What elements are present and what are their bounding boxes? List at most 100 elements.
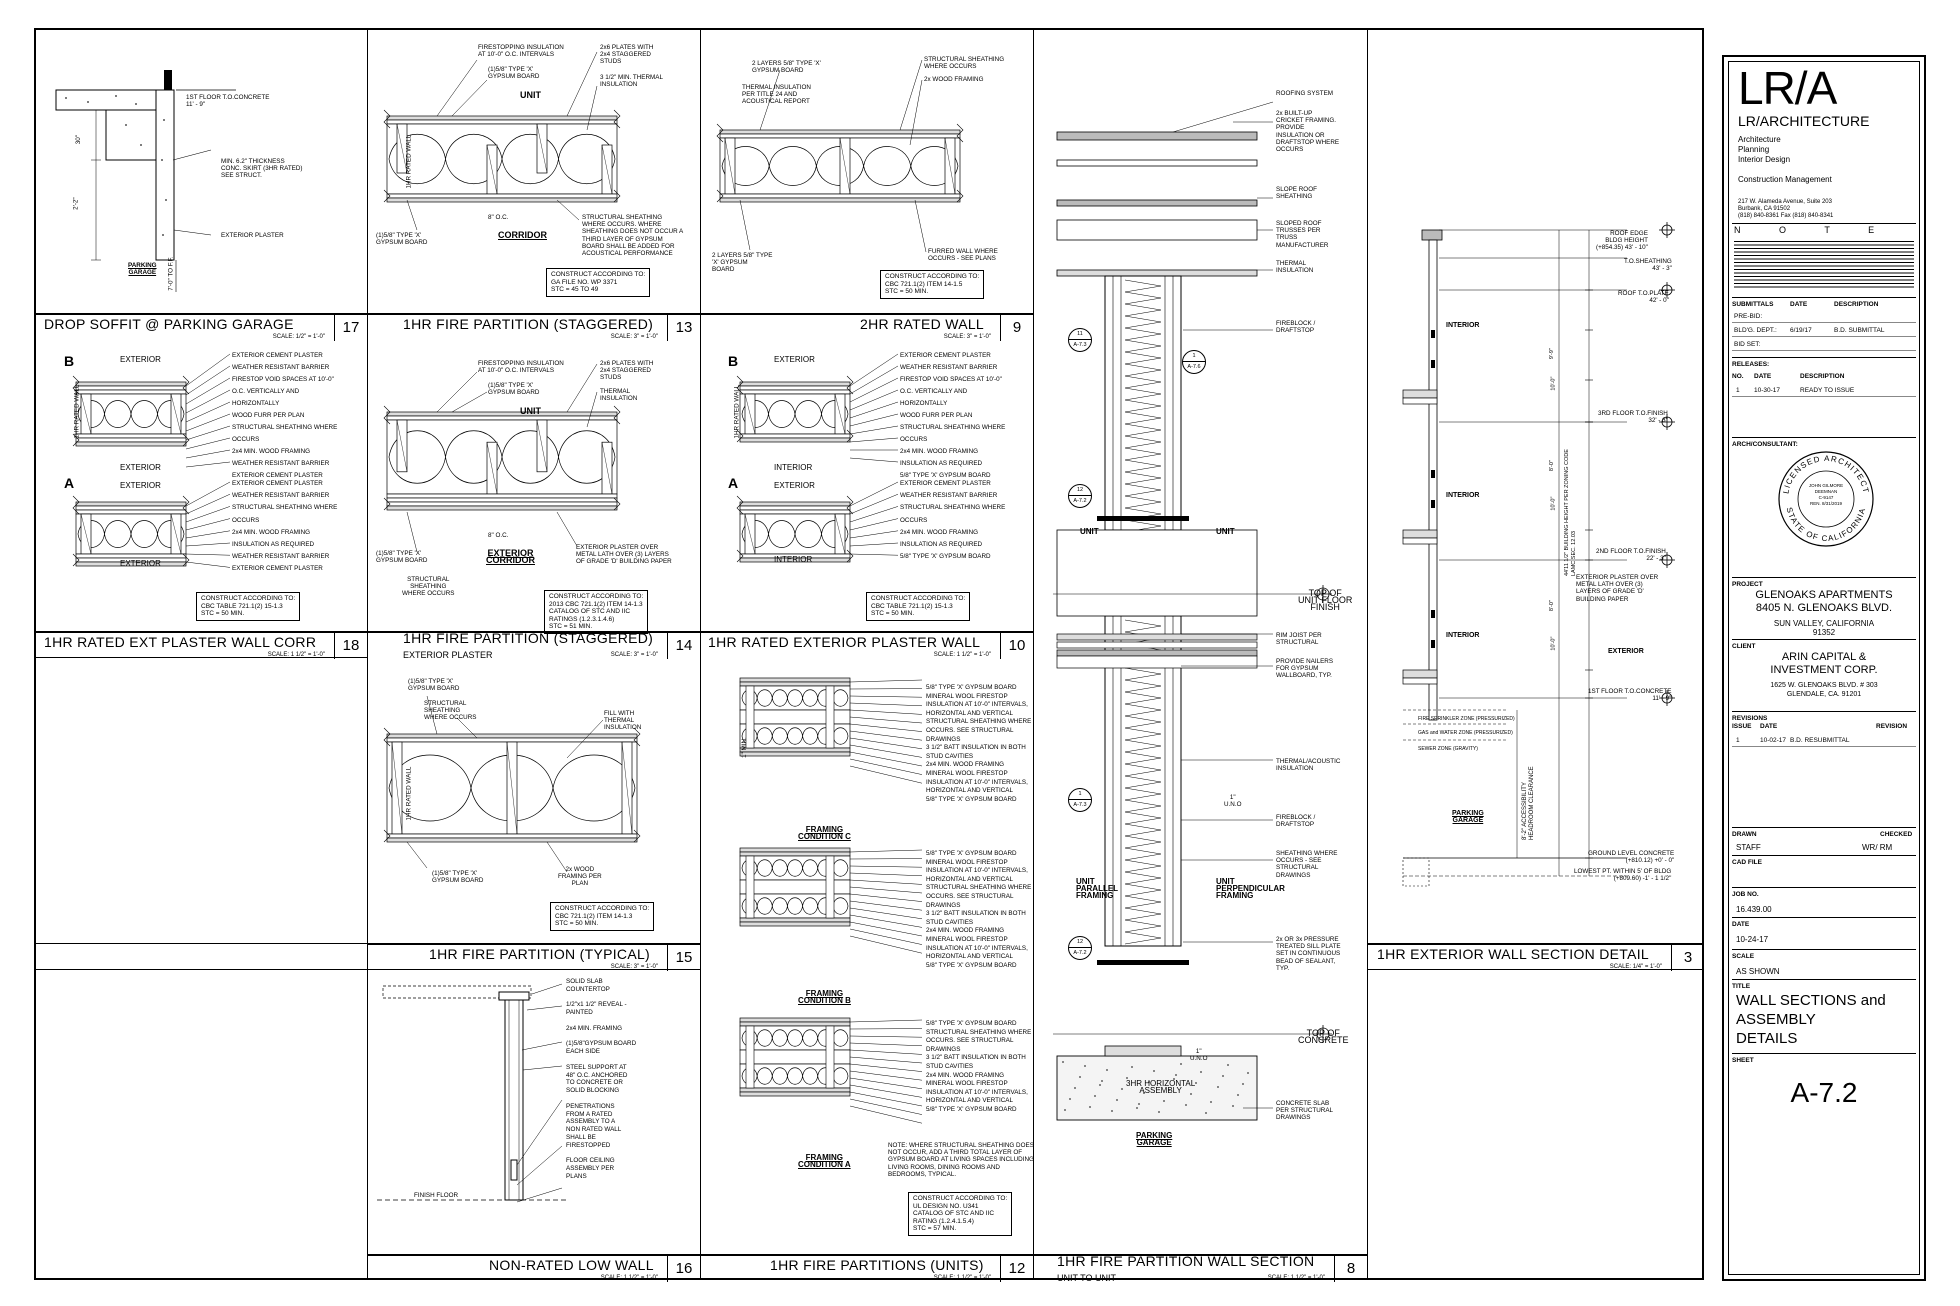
detail-scale: SCALE: 3" = 1'-0" xyxy=(610,652,658,658)
dim-floor-height: 10'-0" xyxy=(1550,496,1557,511)
stamp-center: JOHN GILMORE DEEMNAN C-9147 REN. 8/31/20… xyxy=(1808,483,1844,506)
detail-number: 3 xyxy=(1671,945,1704,971)
zone-gas-water: GAS and WATER ZONE (PRESSURIZED) xyxy=(1418,730,1513,736)
detail-3-drawing xyxy=(1402,222,1675,887)
note-structural-sheathing: STRUCTURAL SHEATHING WHERE OCCURS xyxy=(424,700,477,722)
construct-note-18: CONSTRUCT ACCORDING TO: CBC TABLE 721.1(… xyxy=(196,592,301,621)
construct-note-15: CONSTRUCT ACCORDING TO: CBC 721.1(2) ITE… xyxy=(550,902,655,931)
note-gypsum-board: (1)5/8" TYPE 'X' GYPSUM BOARD xyxy=(488,382,540,397)
detail-title: 1HR FIRE PARTITION (STAGGERED) xyxy=(403,630,654,646)
titleblock-cell: B.D. SUBMITTAL xyxy=(1834,327,1885,334)
note-acoustic: THERMAL/ACOUSTIC INSULATION xyxy=(1276,758,1341,773)
dim-8-oc: 8" O.C. xyxy=(488,532,509,539)
detail-14-drawing xyxy=(383,363,621,553)
detail-9-drawing xyxy=(716,59,964,253)
detail-number: 10 xyxy=(1000,633,1033,659)
client-name: ARIN CAPITAL & INVESTMENT CORP. xyxy=(1770,651,1878,676)
note-sill-plate: 2x OR 3x PRESSURE TREATED SILL PLATE SET… xyxy=(1276,936,1341,972)
firm-services: Architecture Planning Interior Design Co… xyxy=(1738,135,1832,184)
detail-scale: SCALE: 3" = 1'-0" xyxy=(943,334,991,340)
detail-16-title-bar: NON-RATED LOW WALL SCALE: 1 1/2" = 1'-0"… xyxy=(367,1254,700,1282)
titleblock-cell: 1 xyxy=(1736,387,1740,394)
dim-floor-height: 8'-0" xyxy=(1548,600,1555,612)
level-3rd-floor: 3RD FLOOR T.O.FINISH 32' - 3" xyxy=(1598,410,1668,425)
detail-8-title-bar: 1HR FIRE PARTITION WALL SECTION UNIT TO … xyxy=(1033,1253,1367,1283)
level-1st-floor: 1ST FLOOR T.O.CONCRETE 11' - 9" xyxy=(1588,688,1672,703)
job-no-label: JOB NO. xyxy=(1732,891,1759,898)
label-top-unit-floor: TOP OF UNIT FLOOR FINISH xyxy=(1298,588,1353,613)
label-unit: UNIT xyxy=(520,406,541,416)
dim-uno-1: 1" U.N.O xyxy=(1224,794,1242,809)
detail-title: 1HR FIRE PARTITION (STAGGERED) xyxy=(403,316,654,332)
detail-10-drawing xyxy=(736,353,899,563)
detail-title: 1HR RATED EXTERIOR PLASTER WALL xyxy=(708,634,981,650)
sheet-label: SHEET xyxy=(1732,1057,1754,1064)
submittals-desc-label: DESCRIPTION xyxy=(1834,301,1879,308)
level-ground: GROUND LEVEL CONCRETE (+810.12) +0' - 0" xyxy=(1588,850,1675,865)
sheet-number: A-7.2 xyxy=(1790,1077,1858,1108)
label-interior-2: INTERIOR xyxy=(774,555,813,564)
project-city: SUN VALLEY, CALIFORNIA 91352 xyxy=(1773,619,1875,637)
rev-date-label: DATE xyxy=(1760,723,1778,730)
label-parking-garage: PARKING GARAGE xyxy=(1136,1131,1173,1148)
rev-revision-label: REVISION xyxy=(1876,723,1908,730)
note-thermal: 3 1/2" MIN. THERMAL INSULATION xyxy=(600,74,664,89)
note-structural-sheathing: STRUCTURAL SHEATHING WHERE OCCURS. WHERE… xyxy=(582,214,684,258)
detail-number: 17 xyxy=(334,315,367,341)
note-fineprint xyxy=(1734,241,1914,289)
detail-17-drawing xyxy=(55,70,236,292)
submittals-date-label: DATE xyxy=(1790,301,1808,308)
level-roof-plate: ROOF T.O.PLATE 42' - 0" xyxy=(1618,290,1669,305)
label-finish-floor: FINISH FLOOR xyxy=(414,1192,459,1199)
label-exterior: EXTERIOR xyxy=(1608,648,1644,655)
detail-16-notes: SOLID SLAB COUNTERTOP 1/2"x1 1/2" REVEAL… xyxy=(566,978,637,1180)
detail-number: 15 xyxy=(667,945,700,971)
detail-number: 13 xyxy=(667,315,700,341)
detail-18-notes-b: EXTERIOR CEMENT PLASTER WEATHER RESISTAN… xyxy=(232,352,338,479)
detail-8-drawing xyxy=(1053,101,1332,1121)
drawn-label: DRAWN xyxy=(1732,831,1757,838)
dim-uno-2: 1" U.N.O xyxy=(1190,1048,1208,1063)
detail-18-drawing xyxy=(72,353,231,568)
detail-scale: SCALE: 3" = 1'-0" xyxy=(610,334,658,340)
level-lowest: LOWEST PT. WITHIN 5' OF BLDG (+809.60) -… xyxy=(1574,868,1672,883)
detail-scale: SCALE: 1 1/2" = 1'-0" xyxy=(600,1275,658,1281)
note-gypsum-board-2: (1)5/8" TYPE 'X' GYPSUM BOARD xyxy=(376,232,428,247)
releases-date-label: DATE xyxy=(1754,373,1772,380)
detail-13-drawing xyxy=(383,51,621,231)
dim-7-0: 7'-0" TO F.F. xyxy=(167,256,175,291)
label-interior-3: INTERIOR xyxy=(1446,632,1480,639)
note-thermal: THERMAL INSULATION xyxy=(1276,260,1314,275)
detail-17-title-bar: DROP SOFFIT @ PARKING GARAGE SCALE: 1/2"… xyxy=(36,313,367,341)
drawn-value: STAFF xyxy=(1736,843,1761,852)
titleblock-cell: B.D. RESUBMITTAL xyxy=(1790,737,1850,744)
label-interior-2: INTERIOR xyxy=(1446,492,1480,499)
note-2-layers-gyp-2: 2 LAYERS 5/8" TYPE 'X' GYPSUM BOARD xyxy=(712,252,773,274)
note-plates: 2x6 PLATES WITH 2x4 STAGGERED STUDS xyxy=(600,44,654,66)
detail-12-notes-a: 5/8" TYPE 'X' GYPSUM BOARD STRUCTURAL SH… xyxy=(926,1020,1032,1113)
note-firestopping: FIRESTOPPING INSULATION AT 10'-0" O.C. I… xyxy=(478,360,564,375)
note-cricket: 2x BUILT-UP CRICKET FRAMING. PROVIDE INS… xyxy=(1276,110,1340,154)
label-exterior-1: EXTERIOR xyxy=(120,355,161,364)
label-exterior-4: EXTERIOR xyxy=(120,559,161,568)
consultant-label: ARCH/CONSULTANT: xyxy=(1732,441,1798,448)
detail-scale: SCALE: 1 1/2" = 1'-0" xyxy=(933,652,991,658)
titleblock-cell: PRE-BID: xyxy=(1734,313,1763,320)
label-unit-left: UNIT xyxy=(1080,527,1099,536)
label-framing-a: FRAMING CONDITION A xyxy=(798,1153,851,1170)
level-2nd-floor: 2ND FLOOR T.O.FINISH 22' - 3" xyxy=(1596,548,1666,563)
note-exterior-plaster: EXTERIOR PLASTER OVER METAL LATH OVER (3… xyxy=(1576,574,1659,603)
detail-18-title-bar: 1HR RATED EXT PLASTER WALL CORR SCALE: 1… xyxy=(36,631,367,659)
detail-scale: SCALE: 1 1/2" = 1'-0" xyxy=(933,1275,991,1281)
note-sheathing: SHEATHING WHERE OCCURS - SEE STRUCTURAL … xyxy=(1276,850,1338,879)
cad-file-label: CAD FILE xyxy=(1732,859,1762,866)
note-exterior-plaster: EXTERIOR PLASTER OVER METAL LATH OVER (3… xyxy=(576,544,672,566)
label-parking-garage: PARKING GARAGE xyxy=(1452,810,1484,825)
detail-14-title-bar: 1HR FIRE PARTITION (STAGGERED) EXTERIOR … xyxy=(367,630,700,660)
note-slope-roof: SLOPE ROOF SHEATHING xyxy=(1276,186,1317,201)
